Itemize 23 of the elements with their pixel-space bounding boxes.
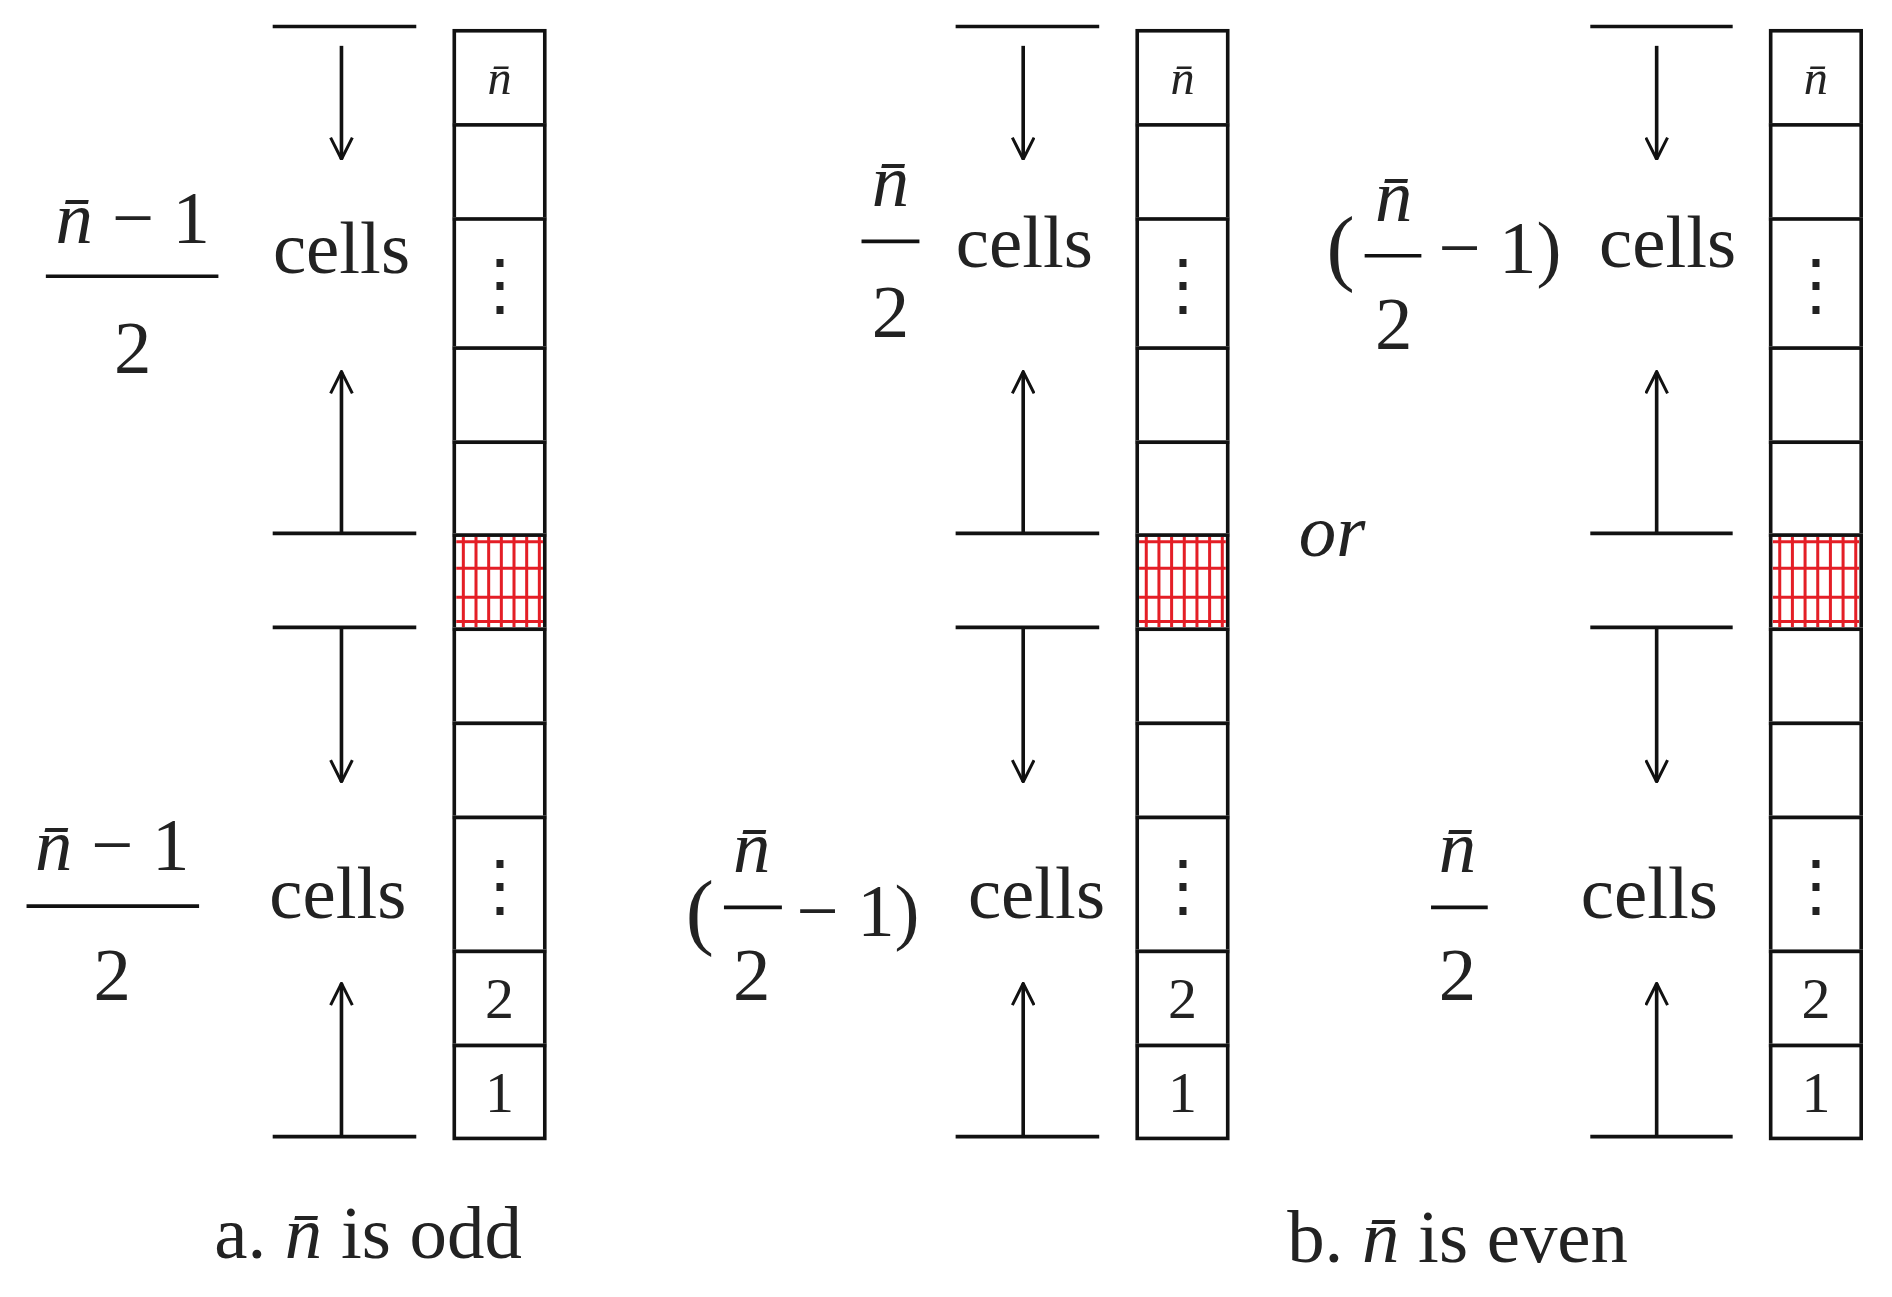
- conjunction-label: or: [1298, 493, 1366, 569]
- math-expression: 2: [871, 273, 910, 349]
- unit-label: cells: [967, 855, 1105, 931]
- math-expression: n̄: [733, 809, 771, 885]
- math-expression: n̄ − 1: [55, 179, 210, 255]
- math-expression: n̄: [871, 143, 910, 219]
- math-expression: 2: [733, 937, 771, 1013]
- caption: b. n̄ is even: [1287, 1199, 1628, 1275]
- math-expression: 2: [1374, 285, 1413, 361]
- grid-cell: 1: [452, 1043, 547, 1141]
- math-expression: 2: [93, 937, 131, 1013]
- math-expression: n̄ − 1: [35, 807, 190, 882]
- grid-cell: 1: [1135, 1043, 1230, 1141]
- math-expression: 2: [114, 310, 152, 385]
- math-expression: n̄: [1438, 809, 1477, 885]
- unit-label: cells: [272, 209, 410, 285]
- unit-label: cells: [1580, 855, 1718, 931]
- unit-label: cells: [955, 203, 1093, 279]
- math-expression: 2: [1438, 937, 1477, 1013]
- caption: a. n̄ is odd: [214, 1195, 522, 1271]
- unit-label: cells: [269, 855, 407, 931]
- math-expression: n̄: [1374, 158, 1413, 233]
- unit-label: cells: [1598, 203, 1737, 279]
